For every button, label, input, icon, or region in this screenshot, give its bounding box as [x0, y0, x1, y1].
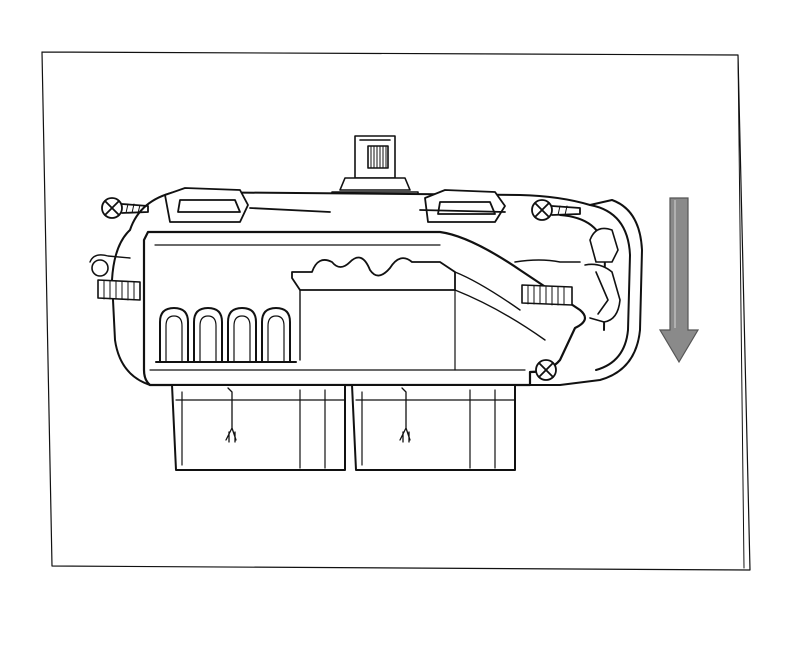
right-connector	[351, 384, 516, 471]
page-frame	[41, 51, 751, 571]
top-latches	[164, 187, 506, 223]
threaded-stud-icon	[521, 284, 573, 306]
end-bracket	[514, 227, 621, 323]
screw-icon	[101, 197, 149, 219]
screw-icon	[535, 359, 557, 381]
threaded-stud-icon	[89, 254, 141, 301]
down-arrow-icon	[658, 197, 700, 364]
screw-icon	[531, 199, 581, 221]
finger-ribs	[155, 307, 297, 363]
left-connector	[171, 384, 346, 471]
housing-front	[142, 230, 587, 387]
